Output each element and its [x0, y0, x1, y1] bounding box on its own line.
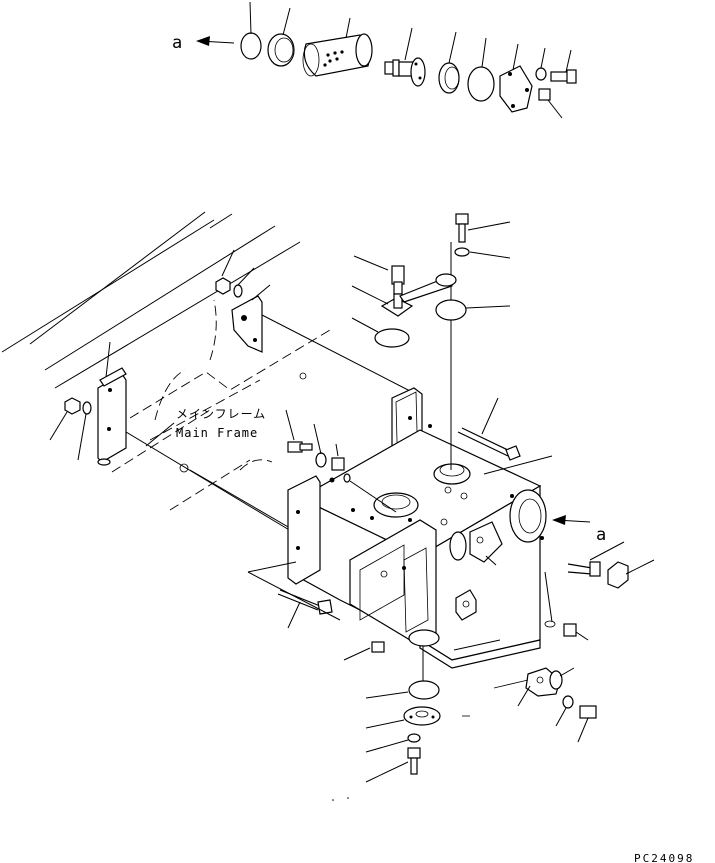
lower-left-bolt — [247, 561, 341, 629]
side-plug — [544, 620, 589, 641]
cover-plate-part — [499, 65, 533, 113]
bottom-drain-stack — [332, 629, 470, 801]
clamp-bracket — [493, 667, 597, 743]
right-fitting-pipe — [567, 541, 655, 589]
washer-part — [535, 67, 547, 81]
seal-ring-part — [438, 62, 460, 94]
main-frame-outline — [1, 211, 331, 511]
drain-gasket — [408, 680, 440, 700]
disc-part — [240, 32, 262, 60]
nut-left — [49, 397, 92, 461]
top-filter-assembly: a — [172, 1, 577, 119]
left-bracket — [97, 341, 127, 466]
bolt-part — [550, 69, 577, 84]
top-port — [433, 463, 471, 485]
marker-a-right: a — [596, 525, 606, 545]
drawing-code: PC24098 — [634, 852, 694, 863]
left-plug — [343, 641, 385, 661]
front-fittings — [285, 409, 397, 513]
upper-bracket — [215, 249, 271, 353]
drain-flange — [403, 706, 441, 726]
top-bolt-assembly — [435, 213, 511, 321]
main-frame-label-en: Main Frame — [176, 426, 258, 440]
hex-nut-part — [607, 561, 629, 589]
sensor-gasket — [374, 328, 410, 348]
marker-a-top: a — [172, 33, 182, 53]
main-frame-label-jp: メインフレーム — [176, 407, 266, 421]
valve-part — [384, 57, 426, 87]
filter-element-part — [302, 33, 373, 77]
gasket-part — [467, 66, 495, 102]
hydraulic-tank — [287, 387, 547, 669]
arrow-left-icon — [196, 36, 235, 46]
ring-part — [267, 33, 295, 67]
arrow-left-icon — [552, 515, 591, 525]
level-sensor-assembly — [351, 255, 457, 348]
long-bolt — [457, 397, 553, 475]
plug-part — [538, 88, 551, 101]
side-port-flange — [509, 489, 547, 543]
front-flange — [449, 521, 503, 563]
main-frame-label: メインフレーム Main Frame — [145, 407, 266, 447]
